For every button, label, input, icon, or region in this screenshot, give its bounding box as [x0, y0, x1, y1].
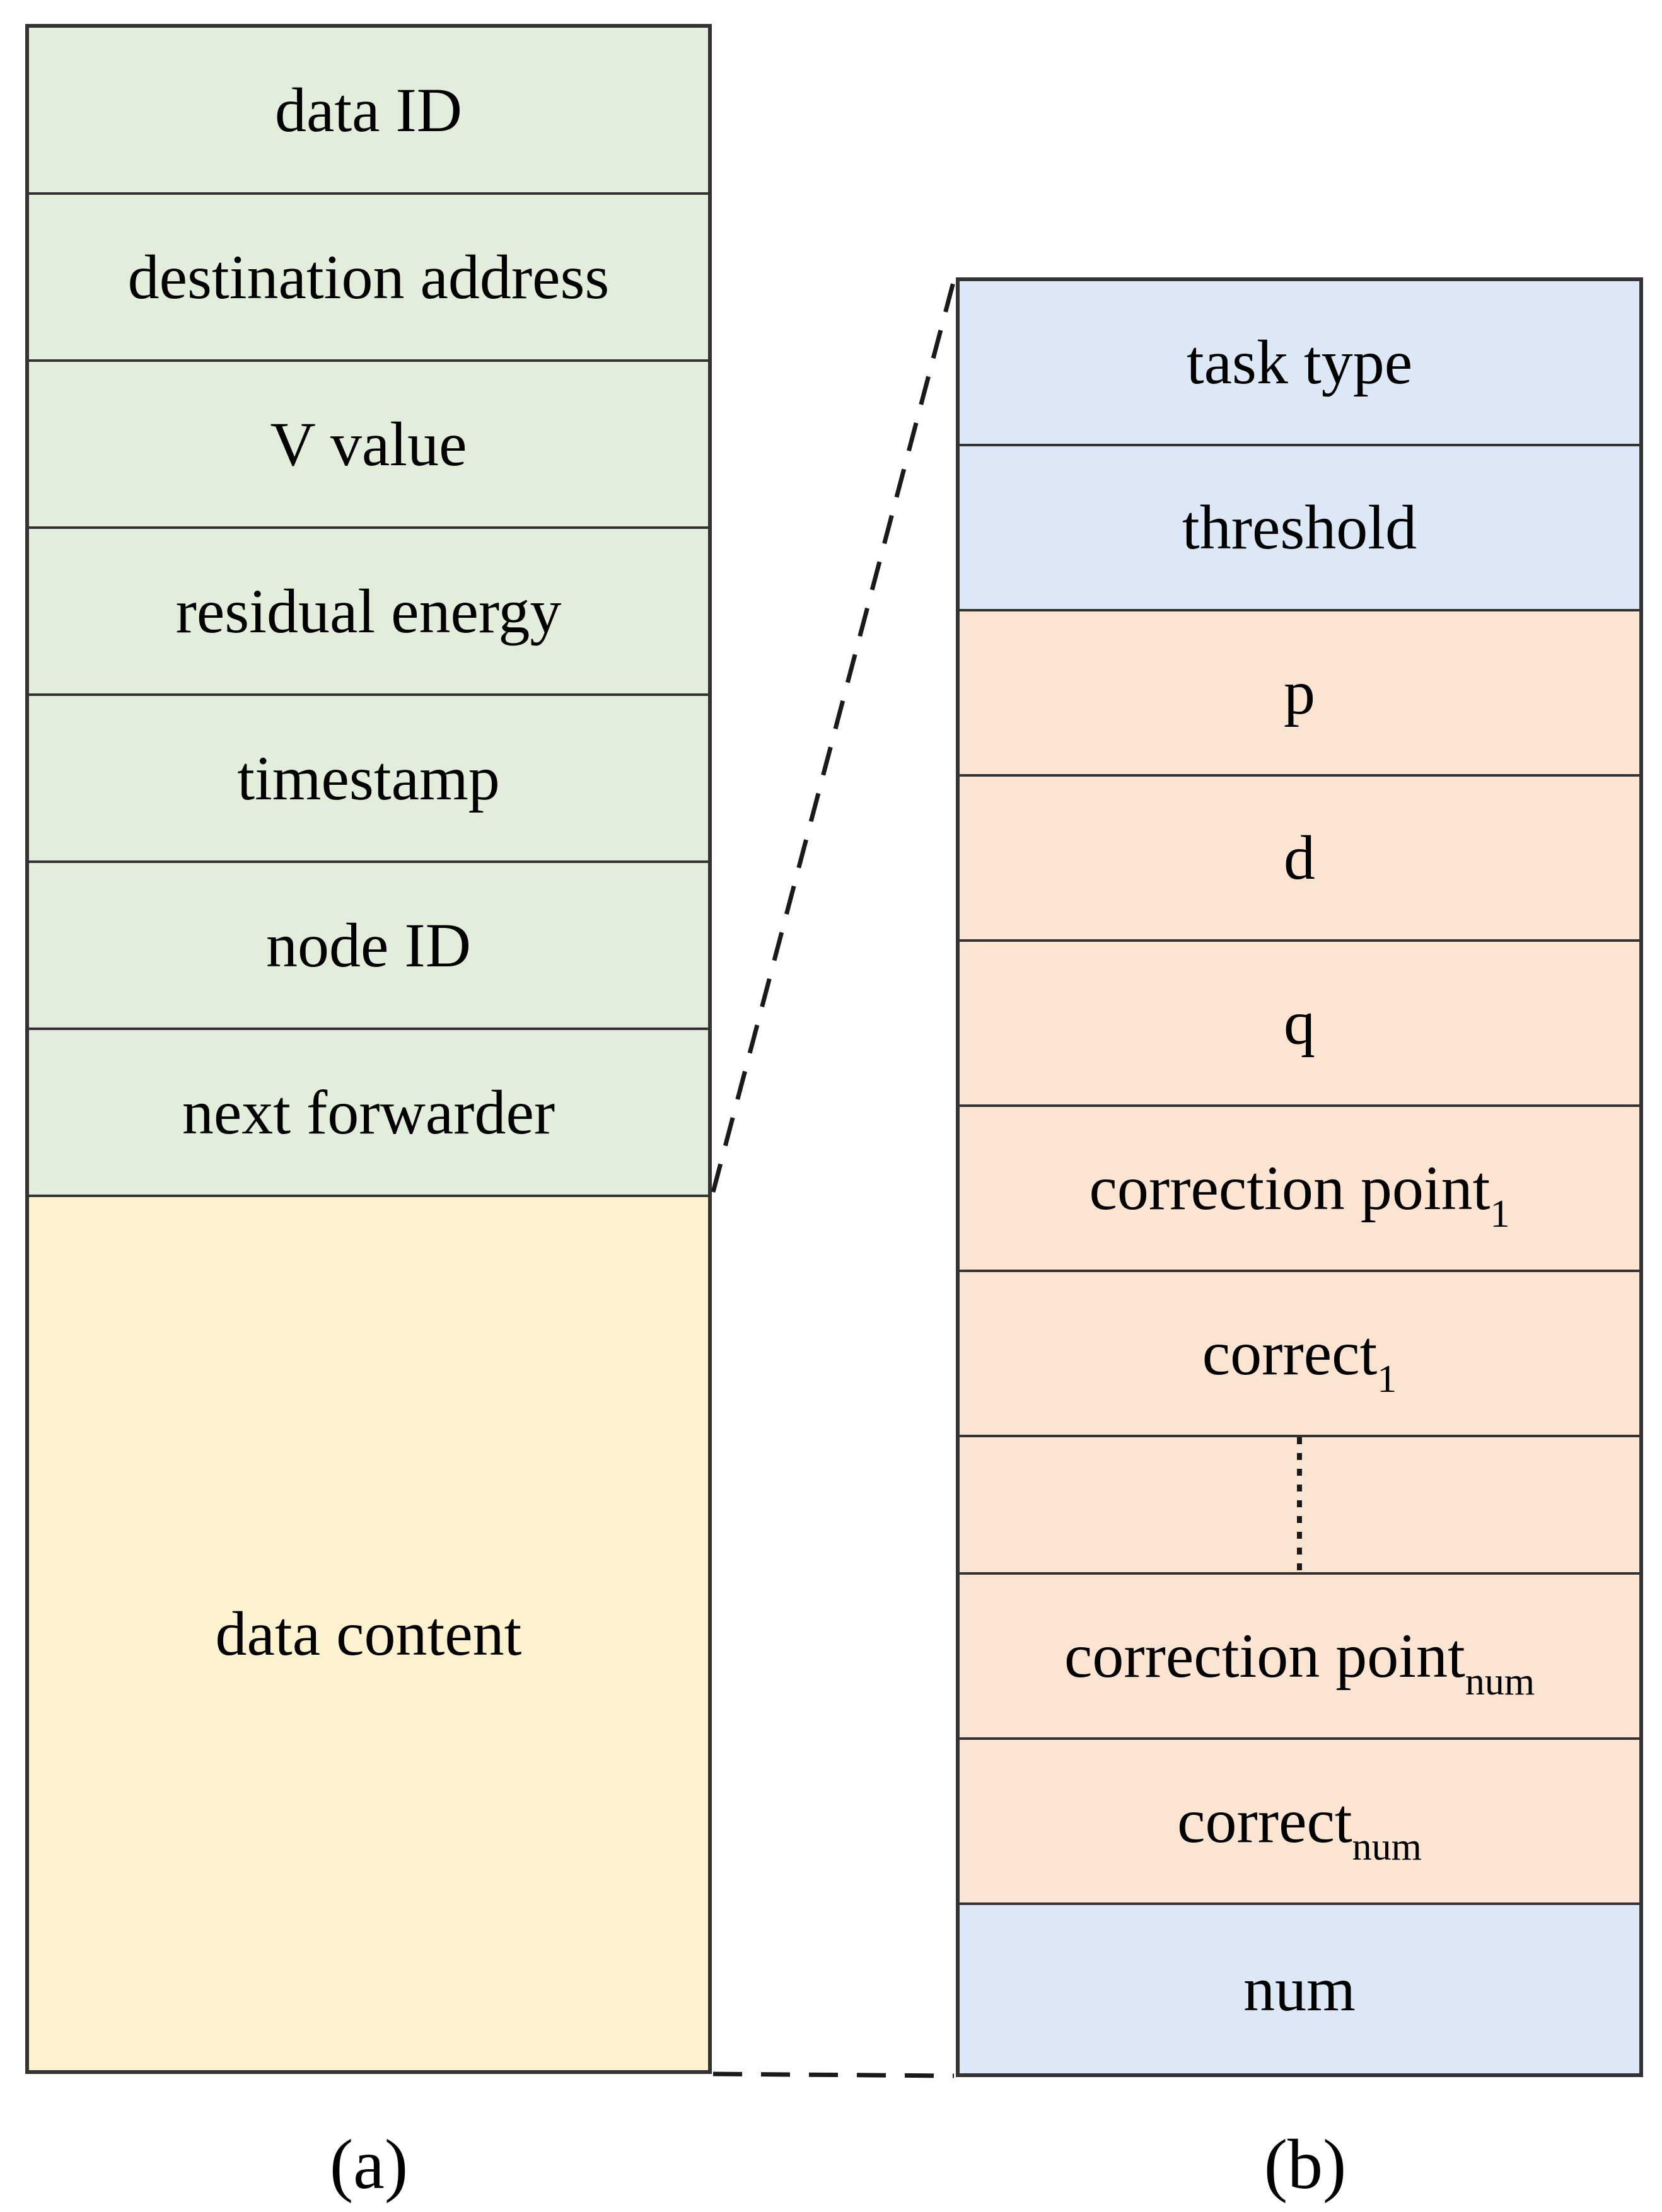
panel-b-label: (b) [1264, 2126, 1347, 2204]
field-row-num: num [960, 1905, 1639, 2073]
field-row-data-content: data content [29, 1197, 708, 2070]
field-label-base: correct [1177, 1786, 1352, 1856]
field-row-destination-address: destination address [29, 195, 708, 362]
field-row-threshold: threshold [960, 446, 1639, 611]
field-label: destination address [127, 241, 610, 312]
field-label: d [1284, 823, 1315, 893]
field-label: data content [215, 1598, 522, 1669]
field-label: num [1243, 1954, 1356, 2024]
field-row-node-id: node ID [29, 863, 708, 1030]
field-row-d: d [960, 777, 1639, 942]
field-label: q [1284, 988, 1315, 1058]
field-row-v-value: V value [29, 362, 708, 529]
field-label-base: correct [1202, 1318, 1378, 1388]
field-label: V value [270, 408, 467, 479]
field-label-subscript: num [1352, 1826, 1422, 1868]
field-label: threshold [1182, 492, 1417, 562]
expansion-connector-top-line [711, 279, 956, 1193]
packet-structure-a: data ID destination address V value resi… [25, 24, 712, 2074]
panel-a-label: (a) [329, 2126, 409, 2204]
packet-structure-b: task type threshold p d q correction poi… [956, 277, 1643, 2077]
field-row-timestamp: timestamp [29, 696, 708, 863]
field-label-subscript: 1 [1490, 1193, 1510, 1236]
field-row-next-forwarder: next forwarder [29, 1030, 708, 1197]
field-label: p [1284, 657, 1315, 727]
field-label-subscript: 1 [1377, 1358, 1397, 1401]
field-row-task-type: task type [960, 281, 1639, 446]
field-row-q: q [960, 942, 1639, 1107]
field-label-subscript: num [1465, 1660, 1535, 1703]
field-label-base: correction point [1089, 1153, 1491, 1223]
field-label: data ID [274, 74, 463, 145]
field-label: task type [1186, 327, 1413, 397]
expansion-connector-bottom-line [712, 2071, 955, 2078]
ellipsis-dotted-line-icon [1297, 1437, 1302, 1572]
field-row-data-id: data ID [29, 28, 708, 195]
field-label: residual energy [175, 576, 562, 646]
field-label-base: correction point [1064, 1621, 1465, 1691]
field-label: timestamp [237, 743, 500, 813]
field-label: next forwarder [182, 1077, 555, 1147]
field-row-residual-energy: residual energy [29, 529, 708, 696]
field-row-ellipsis [960, 1437, 1639, 1575]
field-row-p: p [960, 611, 1639, 777]
field-label: node ID [266, 910, 471, 980]
